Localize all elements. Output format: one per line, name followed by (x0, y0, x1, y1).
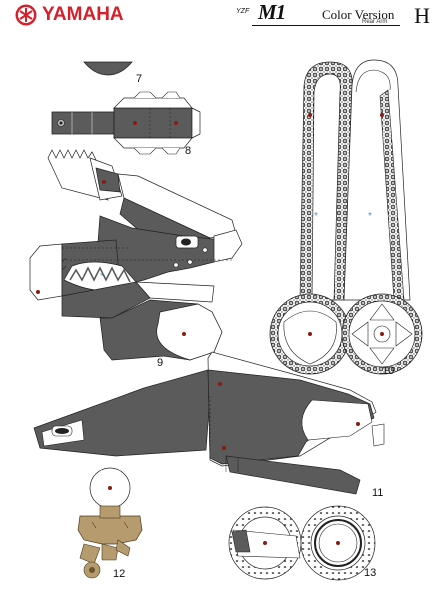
sheet-letter: H (414, 3, 430, 28)
part-8 (51, 91, 201, 155)
sheet-subtitle: Rear Arm (362, 19, 388, 25)
part-12 (77, 467, 143, 579)
svg-text:*: * (368, 211, 372, 222)
part-11 (33, 351, 385, 495)
sheet-header: YZF M1 Color Version Rear Arm H (220, 0, 430, 28)
model-prefix: YZF (236, 8, 250, 15)
yamaha-logo: YAMAHA (14, 3, 124, 27)
part-number-9: 9 (157, 357, 164, 369)
header-rule (252, 25, 400, 26)
part-13 (228, 505, 376, 581)
model-name: M1 (258, 0, 286, 24)
brand-name: YAMAHA (42, 4, 124, 25)
part-number-10: 10 (382, 365, 395, 377)
part-7 (83, 61, 133, 76)
part-number-11: 11 (372, 487, 384, 499)
version-label: Color Version (322, 7, 395, 22)
part-number-13: 13 (364, 567, 377, 579)
part-number-12: 12 (113, 568, 126, 580)
part-10: * * (269, 59, 423, 375)
svg-text:*: * (100, 271, 104, 281)
part-number-8: 8 (185, 145, 192, 157)
svg-text:*: * (314, 211, 318, 222)
part-number-7: 7 (136, 73, 143, 85)
tuning-fork-emblem-icon (15, 4, 37, 26)
part-9: * (29, 149, 243, 361)
